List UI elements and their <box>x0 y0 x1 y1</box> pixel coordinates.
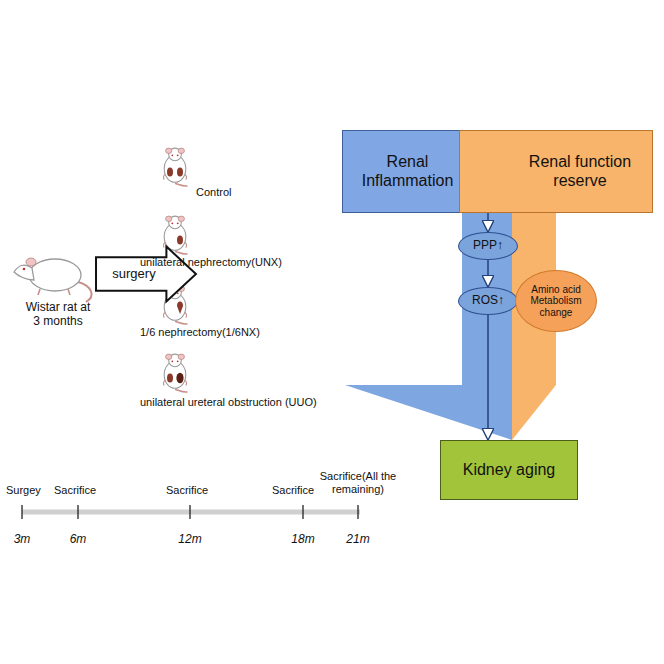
group-label: Control <box>196 186 231 199</box>
timeline-event: Surgey <box>6 484 41 497</box>
rat-label: Wistar rat at 3 months <box>22 300 94 329</box>
connector-arrow <box>487 260 489 286</box>
timeline-month: 12m <box>178 532 201 546</box>
timeline-event: Sacrifice <box>54 484 96 497</box>
control-rat <box>163 148 187 186</box>
group-label: unilateral ureteral obstruction (UUO) <box>140 396 317 409</box>
node-text: Amino acid Metabolism change <box>528 284 584 319</box>
timeline <box>22 505 360 519</box>
surgery-arrow: surgery <box>95 246 197 302</box>
node-text: Renal function reserve <box>512 153 648 190</box>
node-text: Kidney aging <box>463 461 556 479</box>
ppp-oval: PPP↑ <box>458 232 518 260</box>
arrow-polygon <box>96 247 196 302</box>
uuo-rat <box>163 354 187 392</box>
timeline-event: Sacrifice <box>166 484 208 497</box>
kidney-aging-box: Kidney aging <box>440 440 578 500</box>
inflammation-arrow <box>345 213 512 440</box>
ros-oval: ROS↑ <box>458 287 518 315</box>
node-text: PPP↑ <box>473 239 503 253</box>
node-text: ROS↑ <box>472 294 504 308</box>
wistar-rat <box>14 258 92 302</box>
connector-arrow <box>487 315 489 439</box>
amino-acid-oval: Amino acid Metabolism change <box>515 270 597 332</box>
node-text: surgery <box>112 267 155 282</box>
timeline-month: 18m <box>291 532 314 546</box>
connector-arrow <box>487 213 489 231</box>
timeline-event: Sacrifice(All the remaining) <box>318 470 398 496</box>
group-label: unilateral nephrectomy(UNX) <box>140 256 282 269</box>
timeline-month: 3m <box>14 532 31 546</box>
timeline-event: Sacrifice <box>272 484 314 497</box>
group-label: 1/6 nephrectomy(1/6NX) <box>140 326 260 339</box>
timeline-month: 6m <box>70 532 87 546</box>
timeline-month: 21m <box>346 532 369 546</box>
reserve-box: Renal function reserve <box>459 130 653 213</box>
node-text: Renal Inflammation <box>347 153 468 190</box>
